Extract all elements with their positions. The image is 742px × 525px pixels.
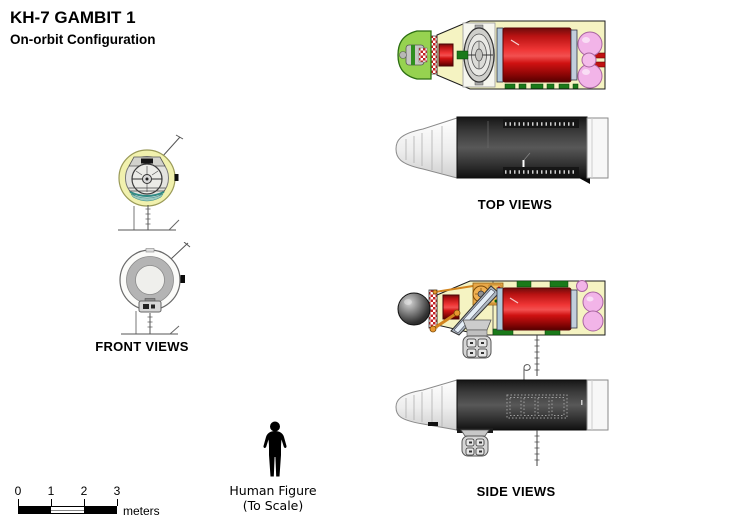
film-supply-drum <box>496 287 578 331</box>
human-figure-caption-line2: (To Scale) <box>242 498 304 513</box>
human-figure-caption-line1: Human Figure <box>229 483 317 498</box>
propellant-tanks <box>577 31 606 89</box>
hook-antenna <box>523 364 531 380</box>
aft-white-band <box>586 117 609 179</box>
lower-antennas <box>118 205 180 231</box>
lower-antenna <box>534 430 540 466</box>
top-views-label: TOP VIEWS <box>477 197 553 212</box>
scale-bar-segments <box>18 506 117 514</box>
human-silhouette <box>263 421 287 477</box>
checkered-band <box>430 35 438 75</box>
green-equipment-box <box>456 50 469 60</box>
scale-segment-filled <box>83 507 116 513</box>
side-tab <box>180 275 185 283</box>
page-title: KH-7 GAMBIT 1 <box>10 8 136 27</box>
scale-tick-label-3: 3 <box>113 484 121 498</box>
scale-unit-label: meters <box>123 504 160 518</box>
side-view-cutaway-drawing <box>397 280 606 376</box>
scale-segment-open <box>51 507 84 513</box>
scale-tick-label-0: 0 <box>14 484 22 498</box>
nose-cone <box>395 117 458 179</box>
page-subtitle: On-orbit Configuration <box>10 32 156 47</box>
front-view-exterior-drawing <box>119 242 191 335</box>
scale-tick <box>117 499 118 506</box>
top-notch <box>145 248 155 253</box>
side-tab <box>174 174 179 181</box>
tail-notch <box>579 178 590 184</box>
body-detail-bands <box>487 119 579 176</box>
antenna <box>161 134 184 158</box>
red-equipment-box <box>438 43 454 67</box>
scale-segment-filled <box>19 507 52 513</box>
front-views-label: FRONT VIEWS <box>95 339 189 354</box>
top-view-cutaway-drawing <box>397 20 606 90</box>
camera-port <box>462 319 492 359</box>
equipment-boxes <box>504 83 579 89</box>
side-views-label: SIDE VIEWS <box>476 484 556 499</box>
top-view-exterior-drawing <box>395 116 609 184</box>
lower-antennas <box>121 311 180 335</box>
camera-port <box>460 429 490 457</box>
nose-cone <box>395 379 458 431</box>
human-figure-caption: Human Figure (To Scale) <box>203 483 343 513</box>
propellant-tanks <box>576 280 604 332</box>
bottom-equipment-box <box>138 298 162 313</box>
scale-tick-label-2: 2 <box>80 484 88 498</box>
camera-assembly <box>463 24 495 86</box>
side-view-exterior-drawing <box>395 364 609 466</box>
scale-tick <box>84 499 85 506</box>
front-view-cutaway-drawing <box>118 134 184 231</box>
recovery-capsule <box>397 30 432 80</box>
recovery-sphere <box>397 292 431 326</box>
scale-tick-label-1: 1 <box>47 484 55 498</box>
aft-white-band <box>586 379 609 431</box>
scale-tick <box>18 499 19 506</box>
scale-tick <box>51 499 52 506</box>
scale-bar: 0 1 2 3 meters <box>10 484 180 524</box>
equipment-boxes <box>492 280 569 336</box>
camera-front-structure <box>128 156 166 202</box>
antenna <box>170 242 191 260</box>
lower-antenna <box>534 335 540 376</box>
camera-aperture-ring <box>126 256 174 304</box>
dotted-access-panels <box>506 394 568 419</box>
orange-struts <box>429 285 474 333</box>
vehicle-body <box>456 379 588 431</box>
film-supply-drum <box>496 27 578 83</box>
body-mark <box>581 400 583 405</box>
